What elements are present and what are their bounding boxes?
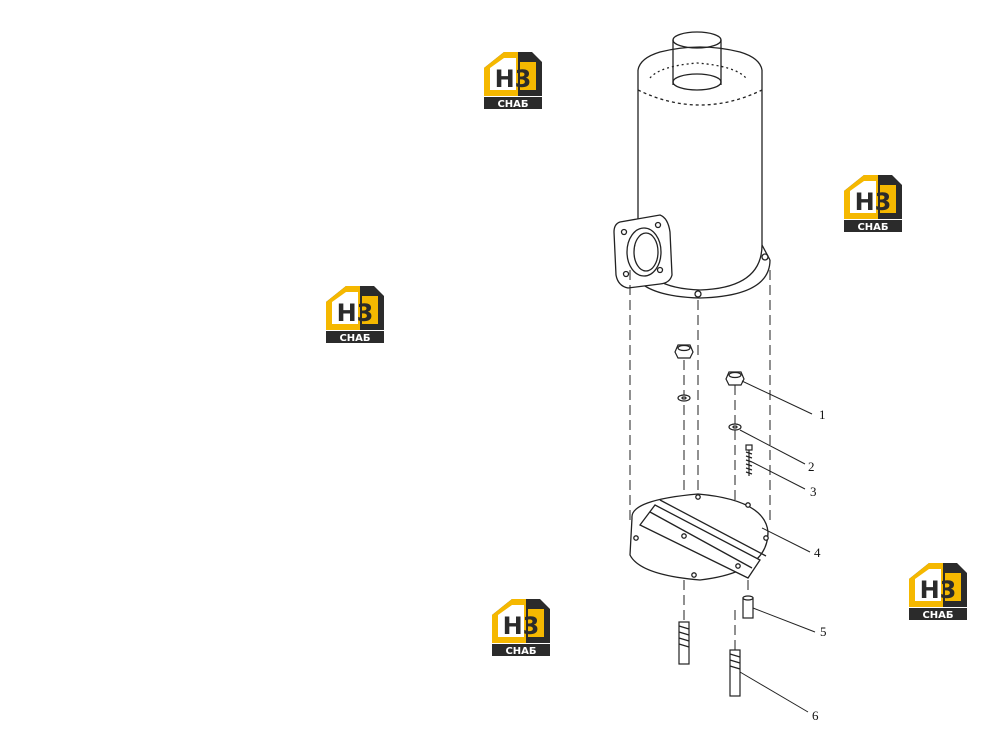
bolt-3 [745, 444, 753, 476]
mounting-bracket [629, 493, 769, 581]
callout-2: 2 [808, 459, 815, 474]
logo-top-text: Н3 [855, 188, 892, 216]
logo-top-text: Н3 [920, 576, 957, 604]
logo-bottom-text: СНАБ [497, 99, 528, 110]
callout-3: 3 [810, 484, 817, 499]
logo-top-text: Н3 [495, 65, 532, 93]
logo-bottom-text: СНАБ [339, 333, 370, 344]
callout-1: 1 [819, 407, 826, 422]
hardware [674, 344, 753, 476]
leader-lines [739, 380, 816, 713]
callout-6: 6 [812, 708, 819, 723]
logo-top-text: Н3 [503, 612, 540, 640]
logo-bottom-text: СНАБ [857, 222, 888, 233]
muffler-body [613, 31, 771, 299]
spacer-5 [742, 595, 754, 619]
studs-6 [678, 621, 741, 697]
logo-bottom-text: СНАБ [505, 646, 536, 657]
callout-5: 5 [820, 624, 827, 639]
callout-4: 4 [814, 545, 821, 560]
logo-bottom-text: СНАБ [922, 610, 953, 621]
logo-top-text: Н3 [337, 299, 374, 327]
